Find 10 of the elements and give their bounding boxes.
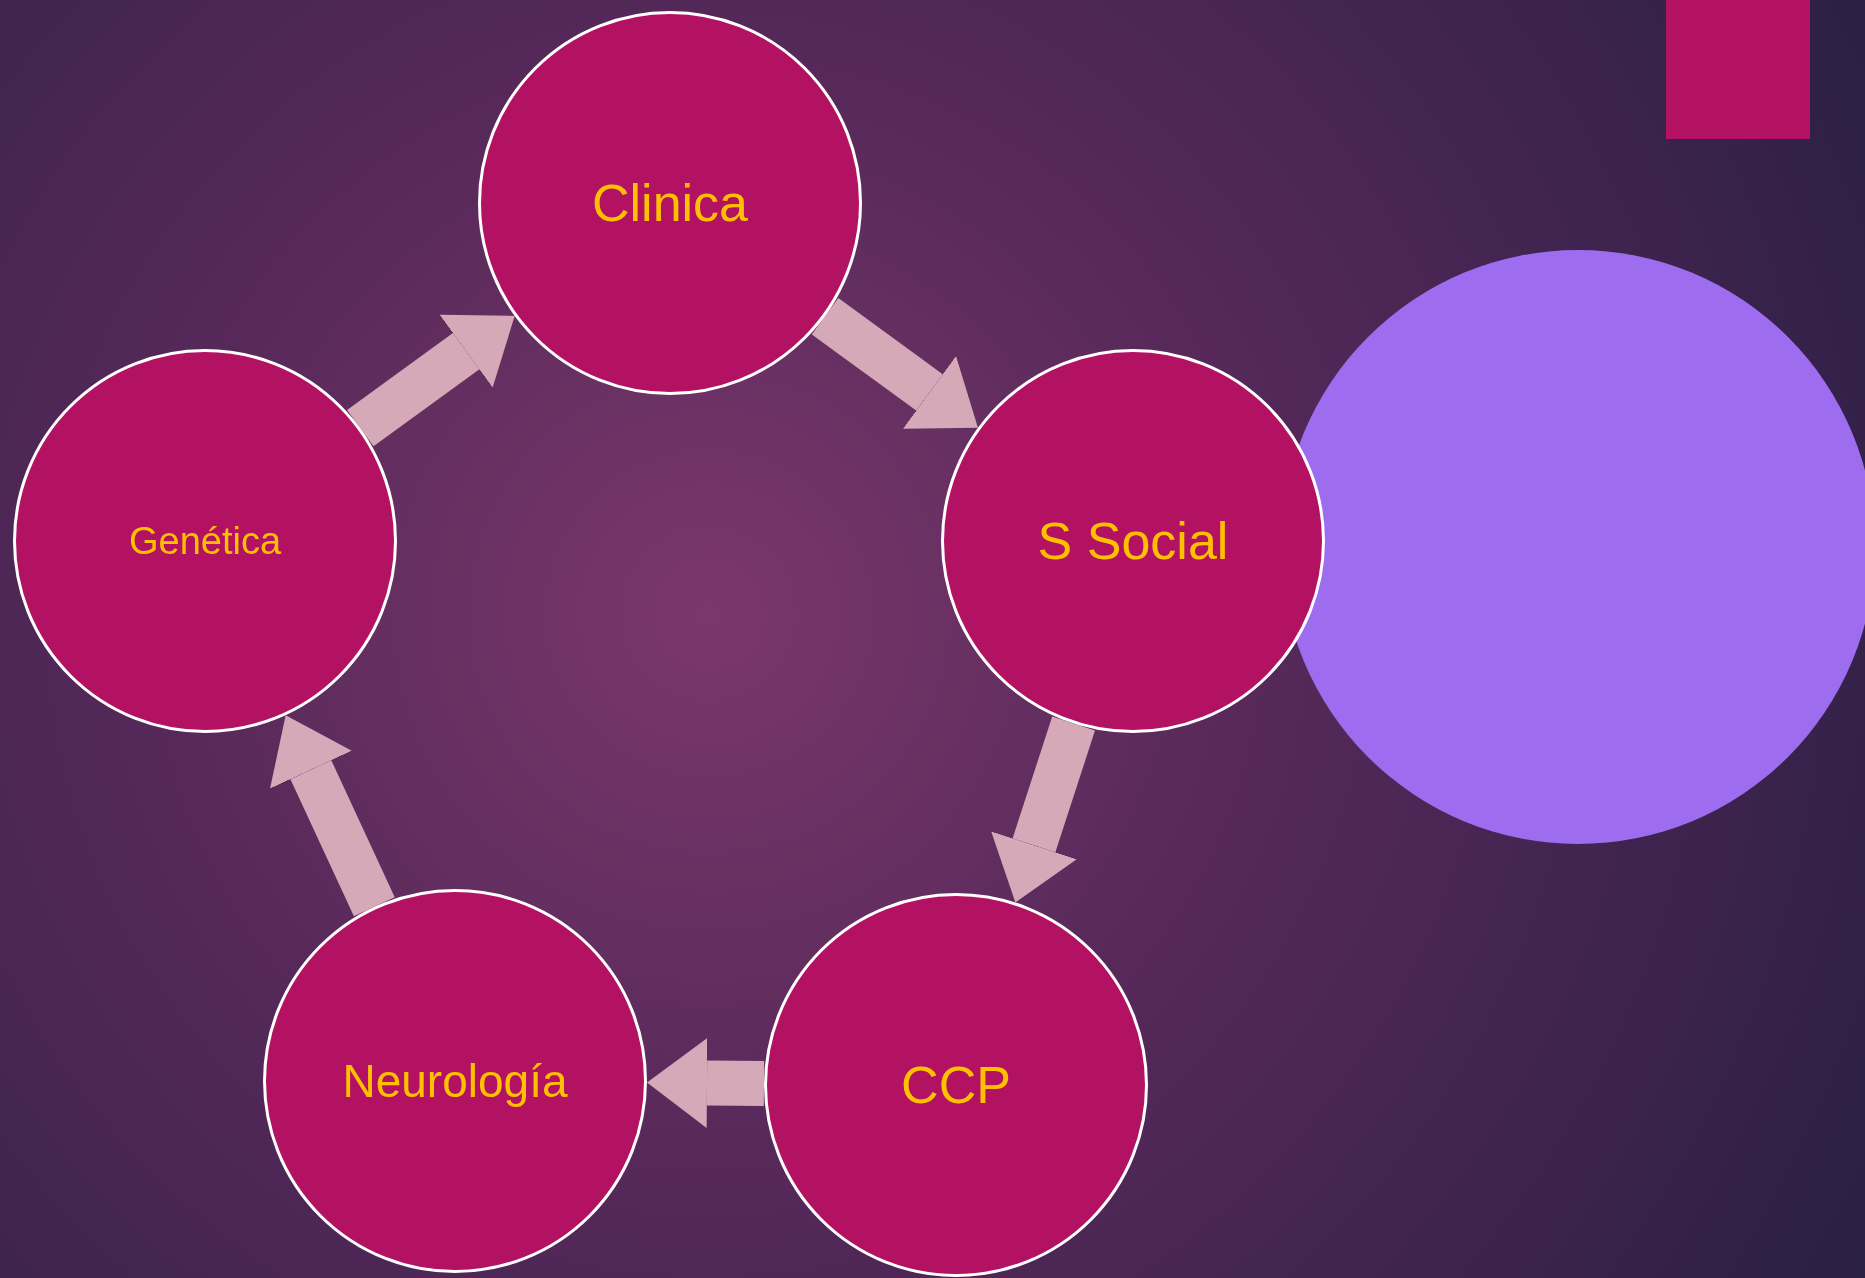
node-label: S Social [1037,511,1229,571]
node-label: Neurología [342,1054,568,1108]
block-arrow [811,298,978,429]
node-label: CCP [901,1055,1011,1115]
node-label: Genética [128,519,282,563]
node-label: Clinica [591,173,749,233]
block-arrow [991,716,1095,903]
block-arrow [347,314,515,447]
block-arrow [270,715,395,917]
block-arrow [647,1038,765,1128]
